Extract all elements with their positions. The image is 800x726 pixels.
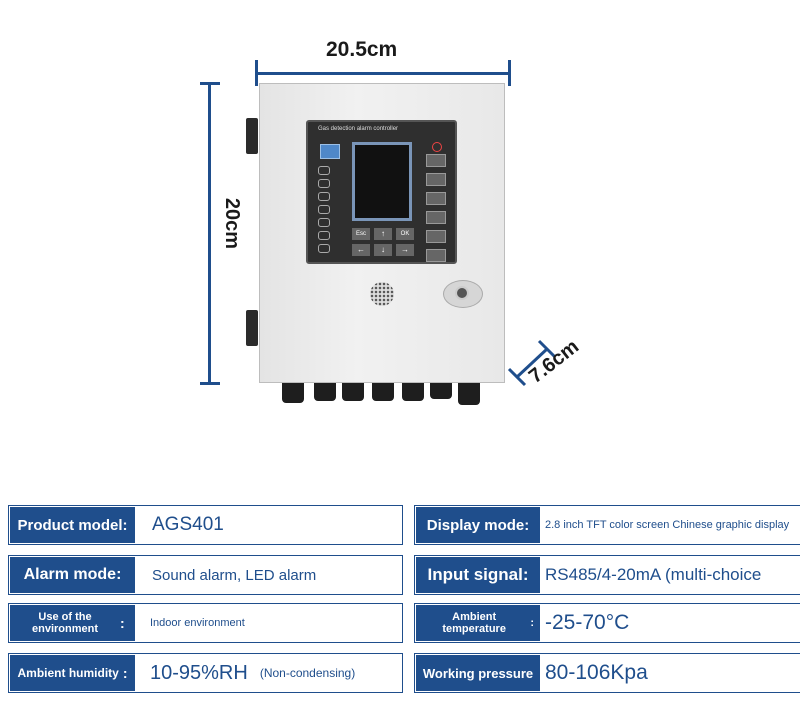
spec-label: Use of the environment bbox=[31, 611, 98, 635]
height-dimension-line bbox=[208, 84, 211, 384]
spec-row-ambient-humidity: Ambient humidity : 10-95%RH (Non-condens… bbox=[8, 653, 403, 693]
width-dimension-tick-right bbox=[508, 60, 511, 86]
spec-value: AGS401 bbox=[152, 514, 224, 535]
spec-label: Working pressure bbox=[416, 655, 540, 691]
spec-value: Sound alarm, LED alarm bbox=[152, 566, 317, 584]
spec-label-box: Ambient humidity : bbox=[10, 655, 135, 691]
spec-colon: : bbox=[122, 665, 128, 681]
spec-label: Product model: bbox=[10, 507, 135, 543]
spec-value: Indoor environment bbox=[150, 617, 245, 629]
spec-value: RS485/4-20mA (multi-choice bbox=[545, 565, 762, 584]
spec-label: Display mode: bbox=[416, 507, 540, 543]
key-up[interactable]: ↑ bbox=[374, 228, 392, 240]
key-esc[interactable]: Esc bbox=[352, 228, 370, 240]
key-lock[interactable] bbox=[443, 280, 483, 308]
spec-value: -25-70°C bbox=[545, 611, 630, 634]
height-dimension-tick-bottom bbox=[200, 382, 220, 385]
spec-label: Ambient temperature bbox=[442, 611, 506, 635]
height-label: 20cm bbox=[221, 197, 244, 250]
spec-colon: : bbox=[120, 615, 125, 631]
spec-value: 10-95%RH bbox=[150, 661, 248, 684]
panel-title: Gas detection alarm controller bbox=[318, 126, 399, 132]
width-label: 20.5cm bbox=[326, 38, 398, 61]
spec-row-alarm-mode: Alarm mode: Sound alarm, LED alarm bbox=[8, 555, 403, 595]
cable-glands bbox=[282, 383, 486, 405]
spec-row-input-signal: Input signal: RS485/4-20mA (multi-choice bbox=[414, 555, 800, 595]
spec-value-box: 10-95%RH (Non-condensing) bbox=[150, 654, 355, 692]
spec-row-ambient-temperature: Ambient temperature : -25-70°C bbox=[414, 603, 800, 643]
height-dimension-tick-top bbox=[200, 82, 220, 85]
hinge-bottom bbox=[246, 310, 258, 346]
spec-label: Input signal: bbox=[416, 557, 540, 593]
spec-label-box: Ambient temperature : bbox=[416, 605, 540, 641]
width-dimension-tick-left bbox=[255, 60, 258, 86]
key-left[interactable]: ← bbox=[352, 244, 370, 256]
key-right[interactable]: → bbox=[396, 244, 414, 256]
control-panel: Gas detection alarm controller Esc ↑ OK … bbox=[306, 120, 457, 264]
speaker-grille bbox=[370, 282, 394, 306]
spec-value: 2.8 inch TFT color screen Chinese graphi… bbox=[545, 519, 790, 531]
function-buttons[interactable] bbox=[426, 154, 446, 262]
computer-icon bbox=[320, 144, 340, 159]
spec-row-product-model: Product model: AGS401 bbox=[8, 505, 403, 545]
hinge-top bbox=[246, 118, 258, 154]
key-down[interactable]: ↓ bbox=[374, 244, 392, 256]
indicator-leds bbox=[318, 166, 348, 258]
spec-row-display-mode: Display mode: 2.8 inch TFT color screen … bbox=[414, 505, 800, 545]
spec-note: (Non-condensing) bbox=[259, 666, 356, 680]
spec-row-environment: Use of the environment : Indoor environm… bbox=[8, 603, 403, 643]
power-icon bbox=[432, 142, 442, 152]
width-dimension-line bbox=[257, 72, 509, 75]
spec-label-box: Use of the environment : bbox=[10, 605, 135, 641]
spec-value: 80-106Kpa bbox=[545, 661, 648, 684]
spec-colon: : bbox=[530, 617, 534, 629]
lock-icon bbox=[455, 286, 469, 300]
spec-label: Alarm mode: bbox=[10, 557, 135, 593]
spec-row-working-pressure: Working pressure 80-106Kpa bbox=[414, 653, 800, 693]
tft-screen bbox=[352, 142, 412, 221]
spec-label: Ambient humidity bbox=[17, 666, 119, 680]
depth-dimension bbox=[507, 339, 557, 387]
key-ok[interactable]: OK bbox=[396, 228, 414, 240]
